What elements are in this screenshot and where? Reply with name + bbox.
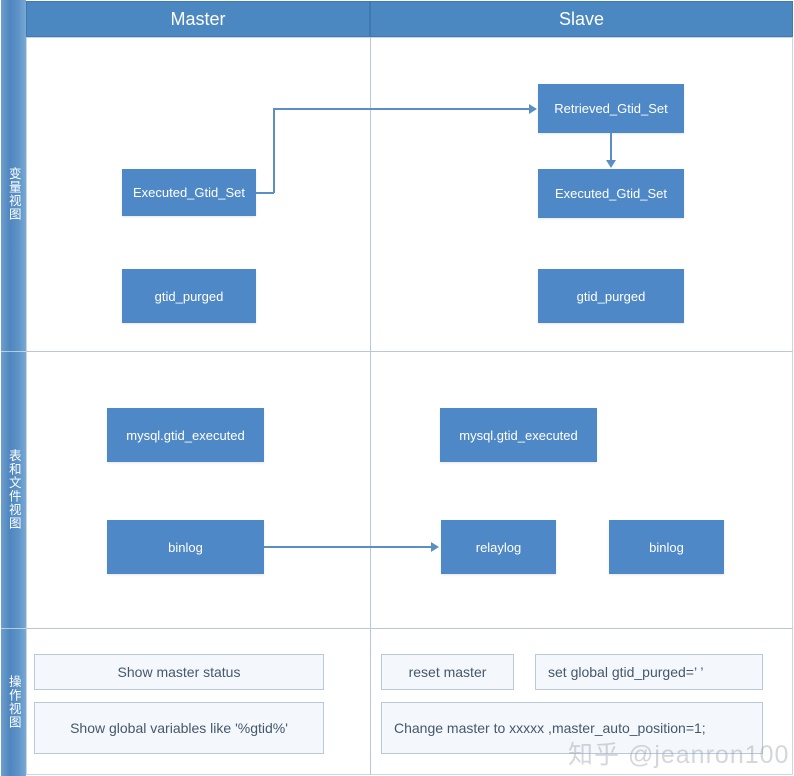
column-header-slave-label: Slave	[558, 8, 605, 29]
rail-divider-2	[1, 628, 26, 629]
node-label: Retrieved_Gtid_Set	[554, 101, 668, 116]
row-divider-file-operation	[26, 628, 793, 629]
node-master-executed-gtid-set[interactable]: Executed_Gtid_Set	[122, 169, 256, 216]
node-master-binlog[interactable]: binlog	[107, 520, 264, 574]
node-slave-mysql-gtid-executed[interactable]: mysql.gtid_executed	[440, 408, 597, 462]
rail-section-variable-view: 变量视图	[1, 37, 26, 351]
node-slave-relaylog[interactable]: relaylog	[441, 520, 556, 574]
command-show-master-status[interactable]: Show master status	[34, 654, 324, 690]
column-divider	[370, 37, 371, 775]
connector-segment	[610, 133, 612, 161]
rail-label-file-view: 表和文件视图	[6, 449, 21, 530]
command-label: reset master	[408, 663, 487, 680]
rail-section-operation-view: 操作视图	[1, 628, 26, 776]
node-label: binlog	[649, 539, 684, 555]
connector-arrowhead-icon	[431, 542, 439, 552]
diagram-frame	[26, 37, 793, 775]
connector-segment	[256, 192, 274, 194]
command-label: Change master to xxxxx ,master_auto_posi…	[394, 719, 706, 736]
rail-divider-1	[1, 351, 26, 352]
node-slave-gtid-purged[interactable]: gtid_purged	[538, 269, 684, 323]
node-label: Executed_Gtid_Set	[132, 185, 246, 200]
node-label: mysql.gtid_executed	[126, 427, 245, 443]
command-change-master-to[interactable]: Change master to xxxxx ,master_auto_posi…	[381, 702, 763, 754]
node-slave-executed-gtid-set[interactable]: Executed_Gtid_Set	[538, 169, 684, 218]
connector-segment	[273, 108, 530, 110]
column-header-slave: Slave	[370, 1, 793, 37]
node-slave-retrieved-gtid-set[interactable]: Retrieved_Gtid_Set	[538, 84, 684, 133]
node-master-mysql-gtid-executed[interactable]: mysql.gtid_executed	[107, 408, 264, 462]
command-label: Show master status	[117, 663, 241, 680]
command-label: set global gtid_purged=’ ’	[548, 663, 704, 680]
connector-arrowhead-icon	[529, 104, 537, 114]
row-divider-variable-file	[26, 351, 793, 352]
command-set-global-gtid-purged[interactable]: set global gtid_purged=’ ’	[535, 654, 763, 690]
node-label: gtid_purged	[154, 288, 224, 304]
node-label: relaylog	[475, 539, 522, 555]
node-slave-binlog[interactable]: binlog	[609, 520, 724, 574]
connector-arrowhead-icon	[606, 160, 616, 168]
rail-label-operation-view: 操作视图	[6, 675, 21, 729]
node-master-gtid-purged[interactable]: gtid_purged	[122, 269, 256, 323]
rail-label-variable-view: 变量视图	[6, 167, 21, 221]
command-label: Show global variables like '%gtid%'	[70, 719, 288, 736]
section-rail: 变量视图 表和文件视图 操作视图	[1, 0, 26, 776]
rail-section-file-view: 表和文件视图	[1, 351, 26, 628]
column-header-master: Master	[26, 1, 370, 37]
connector-segment	[264, 546, 432, 548]
connector-segment	[273, 108, 275, 193]
command-show-global-variables[interactable]: Show global variables like '%gtid%'	[34, 702, 324, 754]
command-reset-master[interactable]: reset master	[381, 654, 514, 690]
node-label: binlog	[168, 539, 203, 555]
node-label: Executed_Gtid_Set	[554, 186, 668, 201]
node-label: mysql.gtid_executed	[459, 427, 578, 443]
node-label: gtid_purged	[576, 288, 646, 304]
column-header-master-label: Master	[170, 8, 226, 29]
